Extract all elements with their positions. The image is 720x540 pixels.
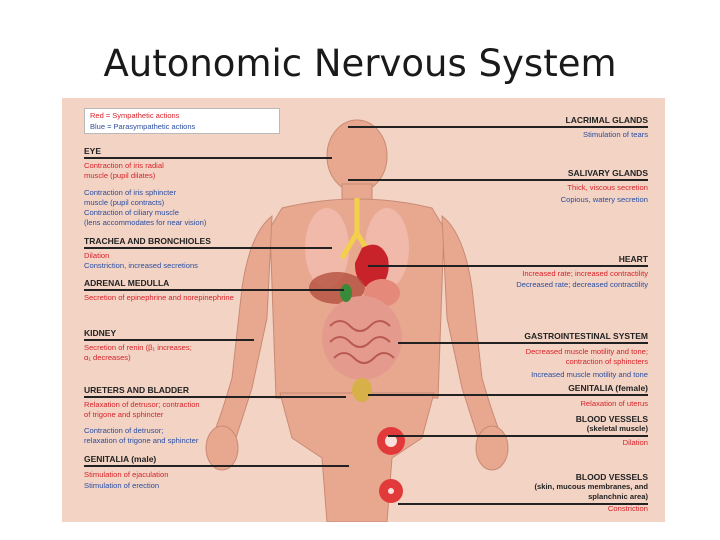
gi-sympathetic: Decreased muscle motility and tone; cont… — [525, 347, 648, 366]
trachea-leader-line — [84, 247, 332, 249]
heart-sympathetic: Increased rate; increased contractility — [522, 269, 648, 278]
vessels-skin-heading: BLOOD VESSELS — [575, 472, 648, 482]
gi-parasympathetic: Increased muscle motility and tone — [531, 370, 648, 379]
vessels-skin-subheading: (skin, mucous membranes, and splanchnic … — [534, 482, 648, 501]
vessels-skin-leader-line — [398, 503, 648, 505]
lacrimal-heading: LACRIMAL GLANDS — [565, 115, 648, 125]
trachea-sympathetic: Dilation — [84, 251, 110, 260]
genitalia-male-heading: GENITALIA (male) — [84, 454, 157, 464]
eye-sympathetic: Contraction of iris radial muscle (pupil… — [84, 161, 164, 180]
ureters-heading: URETERS AND BLADDER — [84, 385, 189, 395]
slide-title: Autonomic Nervous System — [103, 42, 617, 85]
adrenal-sympathetic: Secretion of epinephrine and norepinephr… — [84, 293, 234, 302]
ureters-sympathetic: Relaxation of detrusor; contraction of t… — [84, 400, 200, 419]
genitalia-female-leader-line — [368, 394, 648, 396]
heart-parasympathetic: Decreased rate; decreased contractility — [516, 280, 648, 289]
eye-parasympathetic: Contraction of iris sphincter muscle (pu… — [84, 188, 207, 227]
vessels-skeletal-heading: BLOOD VESSELS — [575, 414, 648, 424]
legend-sympathetic: Red = Sympathetic actions — [90, 111, 180, 120]
adrenal-heading: ADRENAL MEDULLA — [84, 278, 170, 288]
genitalia-male-parasympathetic: Stimulation of erection — [84, 481, 160, 490]
genitalia-female-heading: GENITALIA (female) — [568, 383, 648, 393]
heart-leader-line — [368, 265, 648, 267]
trachea-heading: TRACHEA AND BRONCHIOLES — [84, 236, 211, 246]
trachea-parasympathetic: Constriction, increased secretions — [84, 261, 198, 270]
salivary-sympathetic: Thick, viscous secretion — [567, 183, 648, 192]
salivary-leader-line — [348, 179, 648, 181]
gi-leader-line — [398, 342, 648, 344]
genitalia-male-leader-line — [84, 465, 349, 467]
genitalia-male-sympathetic: Stimulation of ejaculation — [84, 470, 169, 479]
lacrimal-parasympathetic: Stimulation of tears — [583, 130, 648, 139]
ureters-parasympathetic: Contraction of detrusor; relaxation of t… — [84, 426, 199, 445]
ureters-leader-line — [84, 396, 346, 398]
adrenal-leader-line — [84, 289, 344, 291]
kidney-leader-line — [84, 339, 254, 341]
gi-heading: GASTROINTESTINAL SYSTEM — [524, 331, 648, 341]
kidney-heading: KIDNEY — [84, 328, 117, 338]
vessels-skeletal-subheading: (skeletal muscle) — [586, 424, 648, 433]
lacrimal-leader-line — [348, 126, 648, 128]
human-body-illustration — [205, 119, 509, 522]
vessels-skeletal-leader-line — [388, 435, 648, 437]
eye-heading: EYE — [84, 146, 102, 156]
genitalia-female-sympathetic: Relaxation of uterus — [580, 399, 648, 408]
salivary-parasympathetic: Copious, watery secretion — [560, 195, 648, 204]
vessels-skeletal-sympathetic: Dilation — [622, 438, 648, 447]
ans-figure: Red = Sympathetic actions Blue = Parasym… — [62, 98, 665, 522]
kidney-sympathetic: Secretion of renin (β₁ increases; α₁ dec… — [84, 343, 192, 362]
vessels-skin-sympathetic: Constriction — [607, 504, 648, 513]
legend-parasympathetic: Blue = Parasympathetic actions — [90, 122, 196, 131]
eye-leader-line — [84, 157, 332, 159]
salivary-heading: SALIVARY GLANDS — [567, 168, 648, 178]
heart-heading: HEART — [618, 254, 648, 264]
legend: Red = Sympathetic actions Blue = Parasym… — [84, 108, 280, 134]
